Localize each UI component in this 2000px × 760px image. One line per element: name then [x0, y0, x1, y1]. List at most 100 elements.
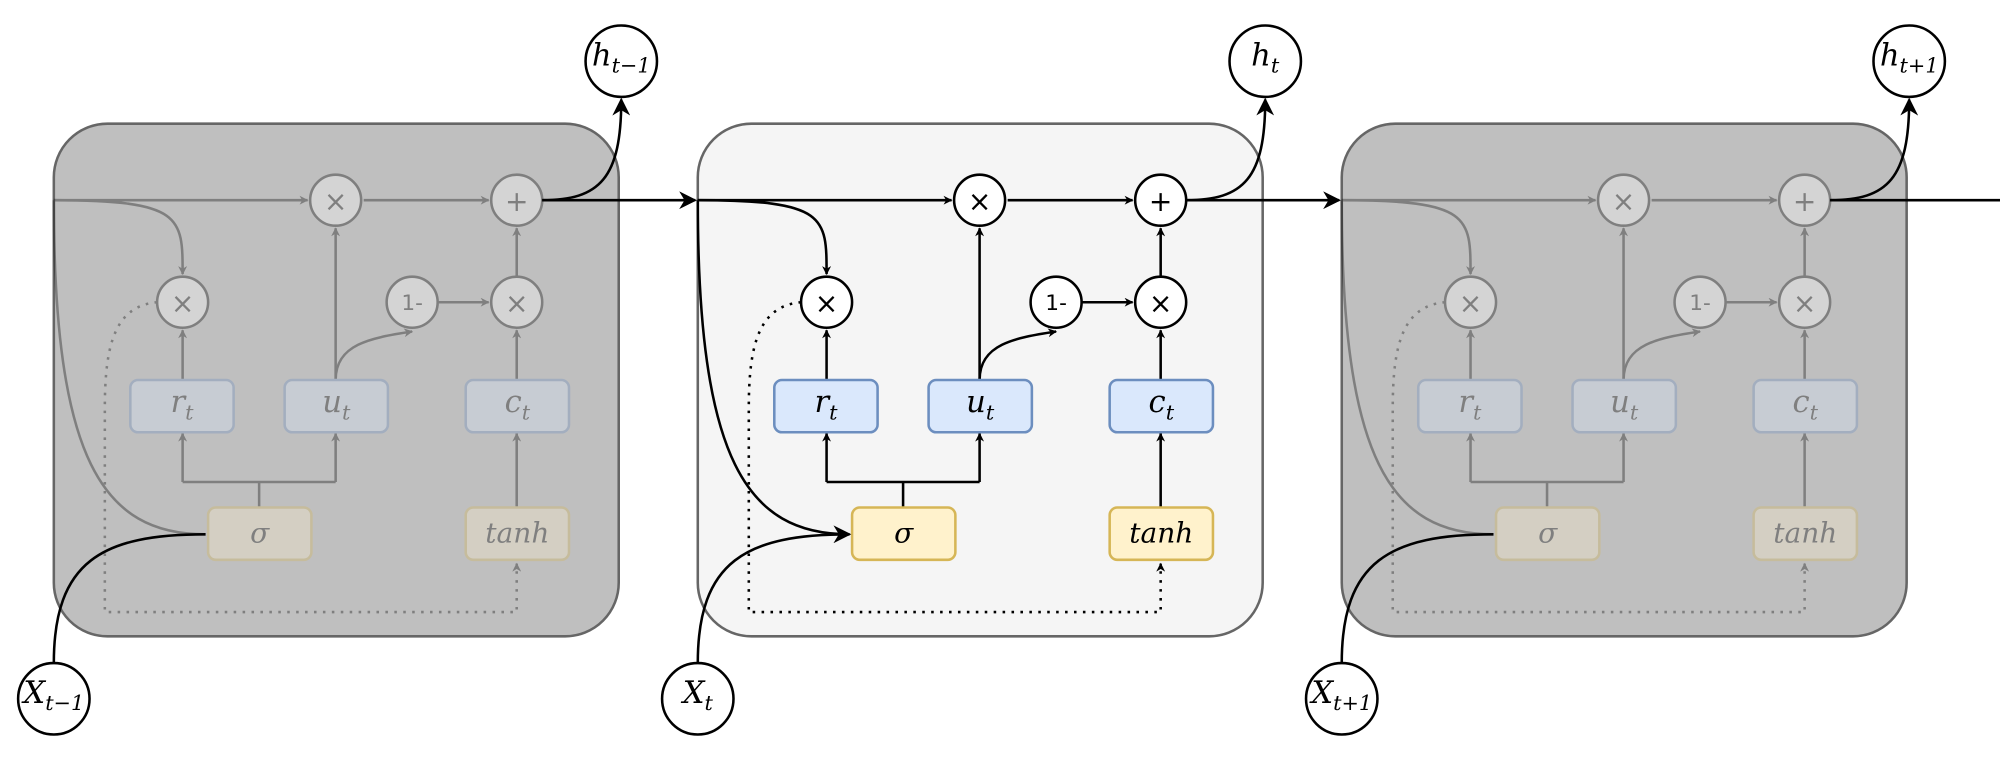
output-node-label-subscript: t: [1271, 53, 1280, 77]
output-node-circle: [1228, 24, 1303, 99]
arrow-input-to-sigmoid: [52, 533, 206, 664]
sigmoid-split-line: [826, 480, 980, 508]
reset-gate-label: rt: [814, 385, 838, 424]
add-operator-circle: [1133, 173, 1188, 227]
reset-gate-box: [773, 378, 879, 434]
arrow-input-to-sigmoid: [1340, 533, 1494, 664]
input-node: Xt+1: [1304, 661, 1379, 736]
reset-gate-box: [129, 378, 235, 434]
input-node-label-subscript: t: [704, 691, 713, 715]
tanh-activation-label: tanh: [1773, 517, 1837, 550]
input-node-label-base: X: [681, 676, 706, 711]
output-node: ht: [1228, 24, 1303, 99]
one-minus-operator: 1-: [1673, 275, 1727, 329]
input-node-circle: [16, 661, 91, 736]
multiply-operator-candidate-circle: [1133, 275, 1188, 329]
multiply-operator-reset-circle: [1443, 275, 1498, 329]
update-gate-label-base: u: [966, 385, 986, 420]
reset-gate-label-base: r: [1458, 385, 1475, 420]
output-node-circle: [1872, 24, 1947, 99]
multiply-operator-update-label: ×: [1612, 185, 1636, 218]
output-node-label: ht: [1251, 38, 1280, 77]
tanh-activation-label: tanh: [485, 517, 549, 550]
candidate-state-label-subscript: t: [522, 400, 531, 424]
add-operator: +: [1777, 173, 1832, 227]
input-node: Xt−1: [16, 661, 91, 736]
candidate-state-label-subscript: t: [1166, 400, 1175, 424]
output-node-label-base: h: [1251, 38, 1271, 73]
multiply-operator-candidate-circle: [1777, 275, 1832, 329]
arrow-update-to-one-minus: [334, 328, 414, 381]
update-gate: ut: [1571, 378, 1678, 434]
sigmoid-activation-label: σ: [1538, 517, 1558, 550]
reset-gate-label: rt: [170, 385, 194, 424]
one-minus-operator: 1-: [1029, 275, 1083, 329]
output-node-label: ht−1: [592, 38, 651, 77]
reset-gate-box: [1416, 378, 1523, 434]
multiply-operator-update-label: ×: [324, 185, 348, 218]
candidate-state-label: ct: [1149, 385, 1175, 424]
reset-gate-label-base: r: [814, 385, 831, 420]
one-minus-operator-label: 1-: [1689, 291, 1711, 316]
update-gate-label: ut: [966, 385, 995, 424]
multiply-operator-reset: ×: [1443, 275, 1498, 329]
multiply-operator-reset-label: ×: [815, 287, 839, 320]
input-node-label-subscript: t+1: [1333, 691, 1372, 715]
update-gate-label-base: u: [1610, 385, 1630, 420]
multiply-operator-update-circle: [952, 173, 1007, 227]
arrow-hidden-to-reset-multiply: [697, 198, 832, 276]
multiply-operator-reset: ×: [155, 275, 210, 329]
update-gate: ut: [283, 378, 390, 434]
multiply-operator-candidate: ×: [1133, 275, 1188, 329]
candidate-state-label-base: c: [505, 385, 522, 420]
arrow-hidden-to-reset-multiply: [53, 198, 188, 276]
candidate-state-box: [464, 378, 571, 434]
input-node-label-base: X: [21, 676, 46, 711]
output-node-label-subscript: t−1: [612, 53, 651, 77]
candidate-state-label-base: c: [1793, 385, 1810, 420]
tanh-activation: tanh: [464, 506, 571, 562]
arrow-hidden-to-sigmoid: [1340, 200, 1494, 536]
input-node-label-subscript: t−1: [45, 691, 84, 715]
multiply-operator-update-circle: [308, 173, 363, 227]
candidate-state-box: [1752, 378, 1859, 434]
output-node-label-subscript: t+1: [1900, 53, 1939, 77]
update-gate: ut: [927, 378, 1034, 434]
arrow-update-to-one-minus: [978, 328, 1057, 381]
update-gate-label-subscript: t: [1630, 400, 1639, 424]
candidate-state-label-base: c: [1149, 385, 1166, 420]
sigmoid-split-line: [1470, 480, 1624, 508]
input-node-circle: [1304, 661, 1379, 736]
arrow-hidden-to-sigmoid: [52, 200, 206, 536]
output-node-label: ht+1: [1880, 38, 1939, 77]
multiply-operator-candidate-label: ×: [1793, 287, 1817, 320]
one-minus-operator-label: 1-: [401, 291, 423, 316]
reset-gate-label-subscript: t: [1473, 400, 1482, 424]
sigmoid-activation: σ: [206, 506, 313, 562]
sigmoid-activation-label: σ: [250, 517, 270, 550]
input-node-circle: [660, 661, 735, 736]
update-gate-label-base: u: [322, 385, 342, 420]
input-node: Xt: [660, 661, 735, 736]
output-node-label-base: h: [592, 38, 612, 73]
update-gate-box: [927, 378, 1034, 434]
tanh-activation-label: tanh: [1129, 517, 1193, 550]
update-gate-label-subscript: t: [342, 400, 351, 424]
cell-box: [52, 122, 620, 638]
reset-gate-label-subscript: t: [185, 400, 194, 424]
input-node-label: Xt−1: [21, 676, 84, 715]
update-gate-box: [283, 378, 390, 434]
tanh-activation-box: [1108, 506, 1215, 562]
one-minus-operator-circle: [1673, 275, 1727, 329]
multiply-operator-update: ×: [1596, 173, 1651, 227]
sigmoid-activation-box: [850, 506, 957, 562]
arrow-input-to-sigmoid: [696, 525, 852, 664]
sigmoid-activation: σ: [850, 506, 957, 562]
candidate-state: ct: [1752, 378, 1859, 434]
add-operator-label: +: [505, 185, 529, 218]
